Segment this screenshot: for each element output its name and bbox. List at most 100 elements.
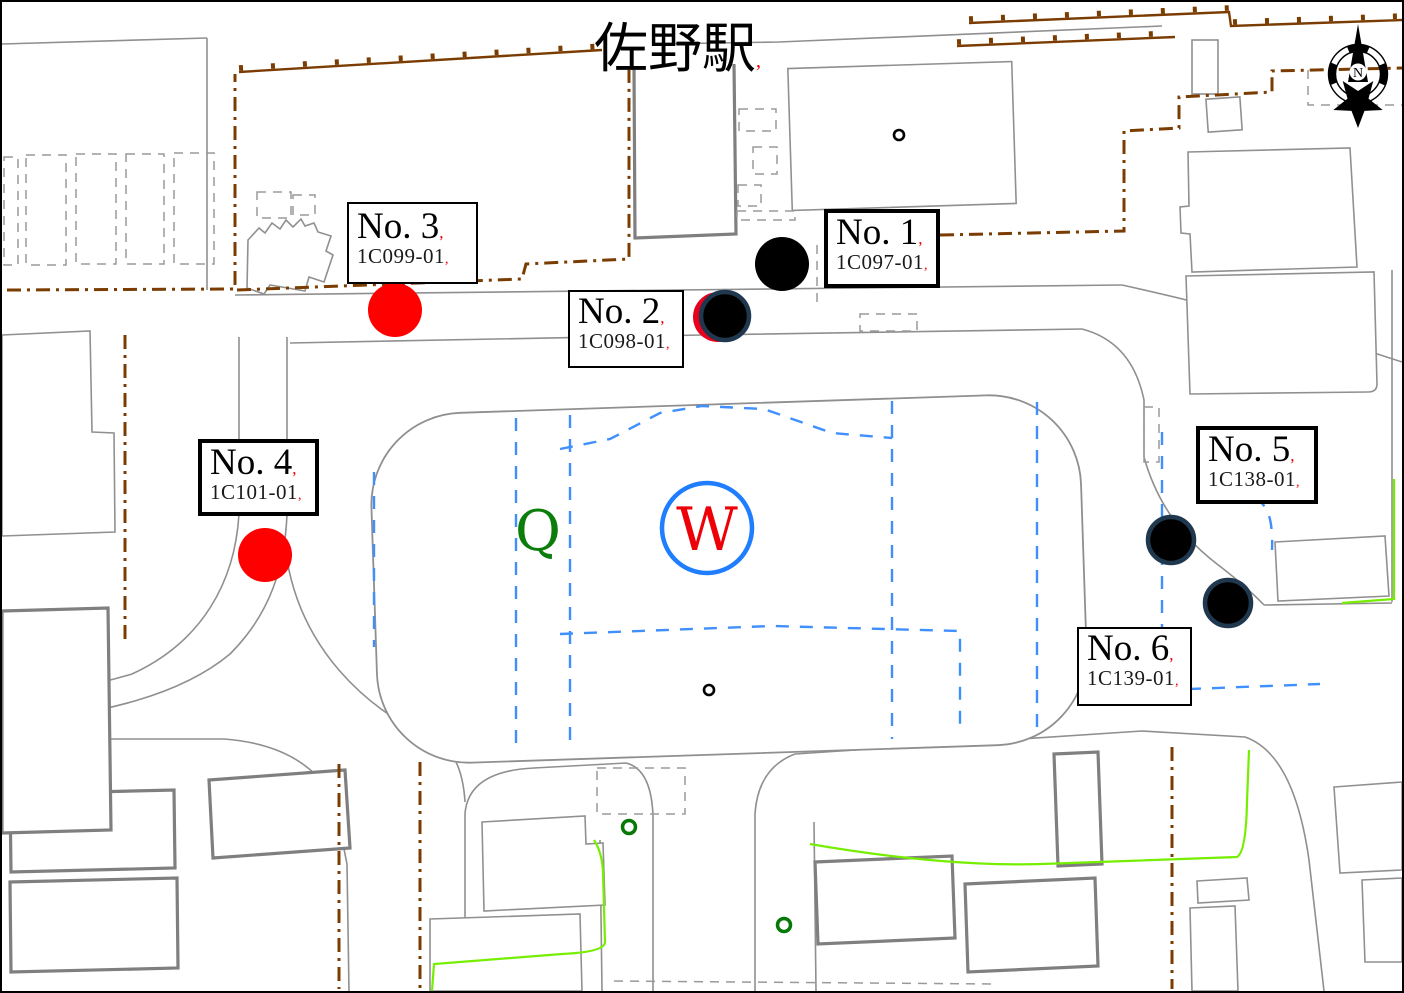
building-plaza-se xyxy=(1274,535,1390,602)
station-stairs xyxy=(736,210,796,221)
lane-corner xyxy=(1253,497,1274,551)
green-line-south xyxy=(809,749,1251,866)
compass-star xyxy=(1333,81,1383,128)
marker-no5[interactable] xyxy=(1145,514,1197,566)
label-no6-id: 1C139-01 xyxy=(1087,665,1175,690)
compass-n-label: N xyxy=(1353,66,1363,81)
building-center-1 xyxy=(481,815,606,912)
platform-line-left xyxy=(2,37,208,45)
parking-stall xyxy=(25,154,67,266)
green-line-street xyxy=(430,839,607,991)
manhole-point xyxy=(702,683,716,697)
marker-no6[interactable] xyxy=(1202,577,1254,629)
comma: , xyxy=(298,487,302,503)
dashed-rect xyxy=(596,767,686,815)
parking-stall xyxy=(173,152,215,265)
road-east-inner xyxy=(1081,328,1145,457)
building-ne-2 xyxy=(1185,271,1378,395)
dashed-rect xyxy=(256,191,292,219)
comma: , xyxy=(439,223,444,242)
fence-3 xyxy=(956,35,1176,48)
station-corridor-walls xyxy=(632,63,738,240)
lane-inner-bottom xyxy=(559,624,962,733)
block-center-outline xyxy=(464,762,654,991)
fence-1 xyxy=(238,48,603,74)
comma: , xyxy=(1296,474,1300,490)
tree-symbol xyxy=(775,916,793,934)
marker-no3[interactable] xyxy=(368,283,422,337)
comma: , xyxy=(445,251,449,267)
building-s-3 xyxy=(1052,750,1104,868)
label-no4-number: No. 4 xyxy=(210,442,293,483)
dashed-rect xyxy=(292,194,316,216)
marker-no2[interactable] xyxy=(698,289,752,343)
title-text: 佐野駅 xyxy=(594,19,756,79)
dashed-rect xyxy=(859,313,918,332)
water-symbol-circle xyxy=(659,480,755,576)
label-no5-number: No. 5 xyxy=(1208,429,1291,470)
marker-no4[interactable] xyxy=(238,528,292,582)
building xyxy=(1191,39,1219,95)
station-stairs xyxy=(738,108,777,132)
sidewalk-lines xyxy=(599,821,817,991)
green-line-east xyxy=(1341,479,1396,605)
boundary-nw xyxy=(6,74,237,292)
label-no6-number: No. 6 xyxy=(1087,628,1170,669)
lane-inner-top xyxy=(559,404,893,451)
label-no5-id: 1C138-01 xyxy=(1208,466,1296,491)
label-no5[interactable]: No. 5, 1C138-01, xyxy=(1196,426,1318,504)
parking-stall xyxy=(3,156,19,266)
comma: , xyxy=(292,459,297,478)
boundary-ne xyxy=(939,66,1402,237)
label-no6[interactable]: No. 6, 1C139-01, xyxy=(1077,627,1192,706)
label-no4[interactable]: No. 4, 1C101-01, xyxy=(198,439,319,516)
comma: , xyxy=(660,308,665,327)
fence-1-ticks xyxy=(238,43,603,71)
fence-2-ticks xyxy=(968,5,1402,25)
building-ne-1 xyxy=(1179,147,1358,273)
buildings-thick xyxy=(2,63,1104,974)
q-symbol: Q xyxy=(515,499,561,564)
comma: , xyxy=(1175,673,1179,689)
label-no1-id: 1C097-01 xyxy=(836,249,924,274)
building-jagged xyxy=(246,217,334,295)
label-no3[interactable]: No. 3, 1C099-01, xyxy=(347,202,478,284)
building-s-2 xyxy=(963,876,1100,974)
building-left-thick xyxy=(2,606,113,835)
label-no3-id: 1C099-01 xyxy=(357,243,445,268)
title-comma: , xyxy=(756,50,761,72)
platform-line-right xyxy=(656,25,1163,45)
north-compass: N xyxy=(1327,24,1389,128)
building-s-small xyxy=(1196,877,1250,904)
building-s-1 xyxy=(813,854,957,946)
building-left-l xyxy=(2,330,116,537)
fence-2 xyxy=(968,10,1402,28)
building-center-2 xyxy=(429,913,583,991)
label-no2-number: No. 2 xyxy=(578,291,661,332)
fence-lines xyxy=(238,5,1402,74)
label-no2-id: 1C098-01 xyxy=(578,328,666,353)
building-se-1 xyxy=(1333,781,1402,874)
label-no1[interactable]: No. 1, 1C097-01, xyxy=(824,209,940,288)
comma: , xyxy=(666,336,670,352)
tree-symbol xyxy=(620,818,638,836)
building-bl-3 xyxy=(207,768,352,860)
dashed-line-bottom xyxy=(613,980,993,985)
label-no2[interactable]: No. 2, 1C098-01, xyxy=(568,290,684,368)
page-title: 佐野駅, xyxy=(594,4,761,83)
w-symbol: W xyxy=(676,495,738,565)
marker-no1[interactable] xyxy=(755,237,809,291)
building-bl-2 xyxy=(8,876,180,974)
station-stairs xyxy=(737,184,762,207)
comma: , xyxy=(924,257,928,273)
manhole-point xyxy=(892,128,906,142)
building-s-tall xyxy=(1189,905,1239,991)
comma: , xyxy=(1169,645,1174,664)
compass-center xyxy=(1349,63,1367,81)
block-south-outline xyxy=(754,730,1325,991)
label-no3-number: No. 3 xyxy=(357,206,440,247)
building xyxy=(1205,95,1243,133)
dashed-rect xyxy=(1143,406,1160,463)
